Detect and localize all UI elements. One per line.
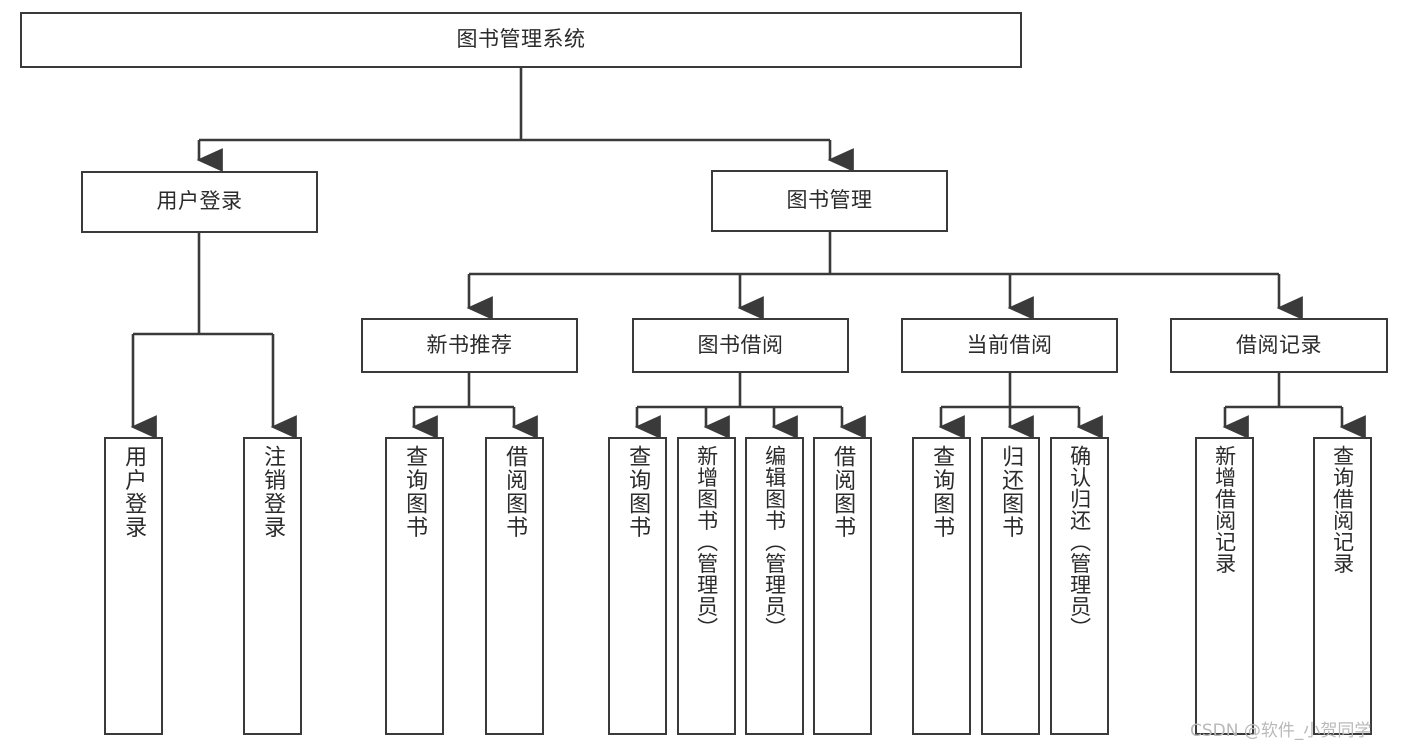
node-label: 借阅图书 <box>830 445 856 539</box>
node-label: 编辑图书（管理员） <box>762 445 787 639</box>
leaf-user-logout[interactable]: 注销登录 <box>243 437 302 735</box>
leaf-record-query-borrow-record[interactable]: 查询借阅记录 <box>1313 437 1372 735</box>
node-label: 新增借阅记录 <box>1212 445 1237 574</box>
leaf-record-add-borrow-record[interactable]: 新增借阅记录 <box>1195 437 1254 735</box>
node-label: 查询图书 <box>929 445 955 539</box>
node-label: 借阅记录 <box>1236 332 1322 357</box>
node-label: 查询图书 <box>625 445 651 539</box>
leaf-user-login[interactable]: 用户登录 <box>104 437 163 735</box>
leaf-recommend-borrow-book[interactable]: 借阅图书 <box>485 437 544 735</box>
node-label: 当前借阅 <box>966 332 1053 357</box>
node-label: 注销登录 <box>260 445 286 539</box>
node-label: 图书借阅 <box>697 332 784 357</box>
node-label: 查询借阅记录 <box>1330 445 1355 574</box>
node-label: 用户登录 <box>156 189 243 214</box>
node-current-borrow[interactable]: 当前借阅 <box>901 318 1118 373</box>
node-borrow-record[interactable]: 借阅记录 <box>1170 318 1388 373</box>
node-label: 图书管理系统 <box>456 27 586 52</box>
node-label: 归还图书 <box>998 445 1024 539</box>
leaf-current-confirm-return-admin[interactable]: 确认归还（管理员） <box>1050 437 1109 735</box>
node-book-management[interactable]: 图书管理 <box>711 170 948 232</box>
leaf-borrow-add-book-admin[interactable]: 新增图书（管理员） <box>677 437 736 735</box>
leaf-borrow-borrow-book[interactable]: 借阅图书 <box>813 437 872 735</box>
node-label: 新书推荐 <box>426 332 513 357</box>
leaf-current-query-book[interactable]: 查询图书 <box>912 437 971 735</box>
leaf-recommend-query-book[interactable]: 查询图书 <box>385 437 444 735</box>
node-user-login[interactable]: 用户登录 <box>81 171 318 233</box>
node-label: 查询图书 <box>402 445 428 539</box>
node-label: 用户登录 <box>121 445 147 539</box>
node-label: 图书管理 <box>786 188 873 213</box>
node-label: 确认归还（管理员） <box>1067 445 1092 639</box>
leaf-borrow-edit-book-admin[interactable]: 编辑图书（管理员） <box>745 437 804 735</box>
node-new-book-recommend[interactable]: 新书推荐 <box>361 318 578 373</box>
node-label: 新增图书（管理员） <box>694 445 719 639</box>
leaf-current-return-book[interactable]: 归还图书 <box>981 437 1040 735</box>
watermark-credit: CSDN @软件_小贺同学 <box>1190 721 1372 741</box>
node-root-system[interactable]: 图书管理系统 <box>20 12 1022 68</box>
node-label: 借阅图书 <box>502 445 528 539</box>
node-book-borrow[interactable]: 图书借阅 <box>632 318 849 373</box>
leaf-borrow-query-book[interactable]: 查询图书 <box>608 437 667 735</box>
